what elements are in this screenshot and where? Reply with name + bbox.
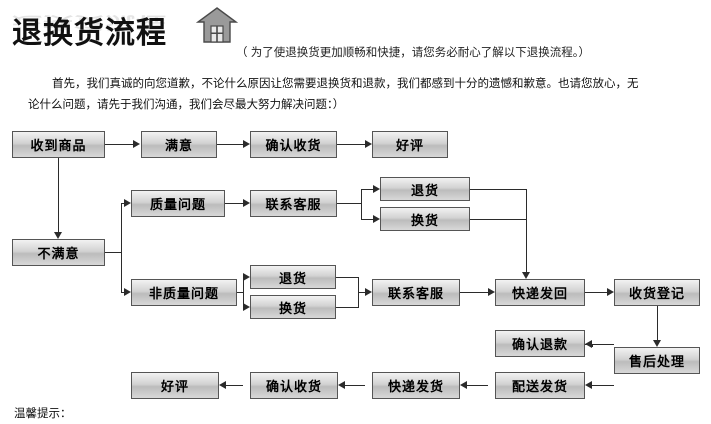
arrow-satisfied-confirm1	[243, 140, 250, 148]
arrow-nonquality-return2	[243, 273, 250, 281]
connector-quality-service1	[225, 203, 243, 204]
connector-exchange1-right	[470, 219, 526, 220]
connector-confirm1-praise1	[337, 144, 365, 145]
arrow-quality-service1	[243, 199, 250, 207]
connector-aftersale-dispatch	[592, 385, 614, 386]
arrow-trunk-nonquality	[124, 288, 131, 296]
header-subtitle: （ 为了使退换货更加顺畅和快捷，请您务必耐心了解以下退换流程。）	[236, 47, 590, 59]
connector-confirm2-praise2	[226, 385, 243, 386]
connector-return1-down	[526, 189, 527, 273]
connector-satisfied-confirm1	[217, 144, 243, 145]
node-received[interactable]: 收到商品	[12, 131, 105, 158]
node-confirm-receipt-1[interactable]: 确认收货	[250, 131, 337, 158]
arrow-confirm2-praise2	[219, 381, 226, 389]
node-confirm-receipt-2[interactable]: 确认收货	[250, 372, 338, 399]
node-exchange-2[interactable]: 换货	[250, 295, 336, 319]
arrow-to-shipback-top	[522, 272, 530, 279]
node-praise-1[interactable]: 好评	[372, 131, 448, 158]
intro-line-1: 首先，我们真诚的向您道歉，不论什么原因让您需要退换货和退款，我们都感到十分的遗憾…	[52, 78, 639, 90]
arrow-dispatch-express	[460, 381, 467, 389]
connector-exchange2-merge	[336, 307, 358, 308]
connector-branch-trunk	[121, 203, 122, 293]
node-dispatch-shipment[interactable]: 配送发货	[495, 372, 585, 399]
connector-service1-split	[337, 203, 361, 204]
arrow-received-unsatisfied	[54, 232, 62, 239]
node-aftersale-processing[interactable]: 售后处理	[614, 347, 700, 374]
house-icon	[196, 7, 238, 43]
footer-note: 温馨提示：	[14, 408, 72, 420]
connector-received-satisfied	[105, 144, 133, 145]
node-nonquality-issue[interactable]: 非质量问题	[131, 279, 237, 306]
connector-refund-up	[592, 344, 593, 347]
connector-service1-exchange1	[361, 219, 373, 220]
arrow-trunk-quality	[124, 199, 131, 207]
node-contact-service-2[interactable]: 联系客服	[372, 279, 460, 306]
node-contact-service-1[interactable]: 联系客服	[250, 190, 337, 217]
node-unsatisfied[interactable]: 不满意	[12, 239, 105, 266]
node-return-1[interactable]: 退货	[380, 177, 470, 201]
connector-service2-shipback	[460, 292, 488, 293]
connector-dispatch-express	[467, 385, 488, 386]
arrow-received-satisfied	[133, 140, 140, 148]
connector-express-confirm2	[345, 385, 365, 386]
arrow-register-aftersale	[653, 340, 661, 347]
arrow-service1-exchange1	[373, 215, 380, 223]
arrow-express-confirm2	[338, 381, 345, 389]
arrow-service2-shipback	[488, 288, 495, 296]
node-return-2[interactable]: 退货	[250, 265, 336, 289]
connector-service1-split-vertical	[361, 189, 362, 219]
connector-register-aftersale	[657, 306, 658, 340]
arrow-confirm1-praise1	[365, 140, 372, 148]
node-exchange-1[interactable]: 换货	[380, 207, 470, 231]
node-express-send-back[interactable]: 快递发回	[495, 279, 585, 306]
arrow-merge-service2	[365, 288, 372, 296]
arrow-service1-return1	[373, 185, 380, 193]
connector-trunk-quality	[121, 203, 124, 204]
connector-aftersale-refund	[592, 344, 614, 345]
connector-nonquality-split-vertical	[243, 277, 244, 308]
arrow-aftersale-refund	[585, 340, 592, 348]
connector-service1-return1	[361, 189, 373, 190]
node-praise-2[interactable]: 好评	[131, 372, 219, 399]
arrow-shipback-register	[607, 288, 614, 296]
connector-return2-merge	[336, 277, 358, 278]
connector-trunk-nonquality	[121, 292, 124, 293]
intro-line-2: 论什么问题，请先于我们沟通，我们会尽最大努力解决问题：）	[28, 99, 345, 111]
arrow-nonquality-exchange2	[243, 303, 250, 311]
node-receipt-registration[interactable]: 收货登记	[614, 279, 700, 306]
node-express-shipment[interactable]: 快递发货	[372, 372, 460, 399]
arrow-aftersale-dispatch	[585, 381, 592, 389]
node-quality-issue[interactable]: 质量问题	[131, 190, 225, 217]
intro-paragraph: 首先，我们真诚的向您道歉，不论什么原因让您需要退换货和退款，我们都感到十分的遗憾…	[28, 74, 688, 116]
connector-received-unsatisfied	[58, 158, 59, 232]
node-confirm-refund[interactable]: 确认退款	[495, 330, 585, 357]
connector-merge-service2	[358, 292, 365, 293]
page-title: 退换货流程	[12, 16, 167, 51]
connector-unsatisfied-trunk	[105, 252, 121, 253]
connector-nonquality-split	[237, 292, 244, 293]
connector-shipback-register	[585, 292, 607, 293]
connector-return1-right	[470, 189, 526, 190]
node-satisfied[interactable]: 满意	[141, 131, 217, 158]
